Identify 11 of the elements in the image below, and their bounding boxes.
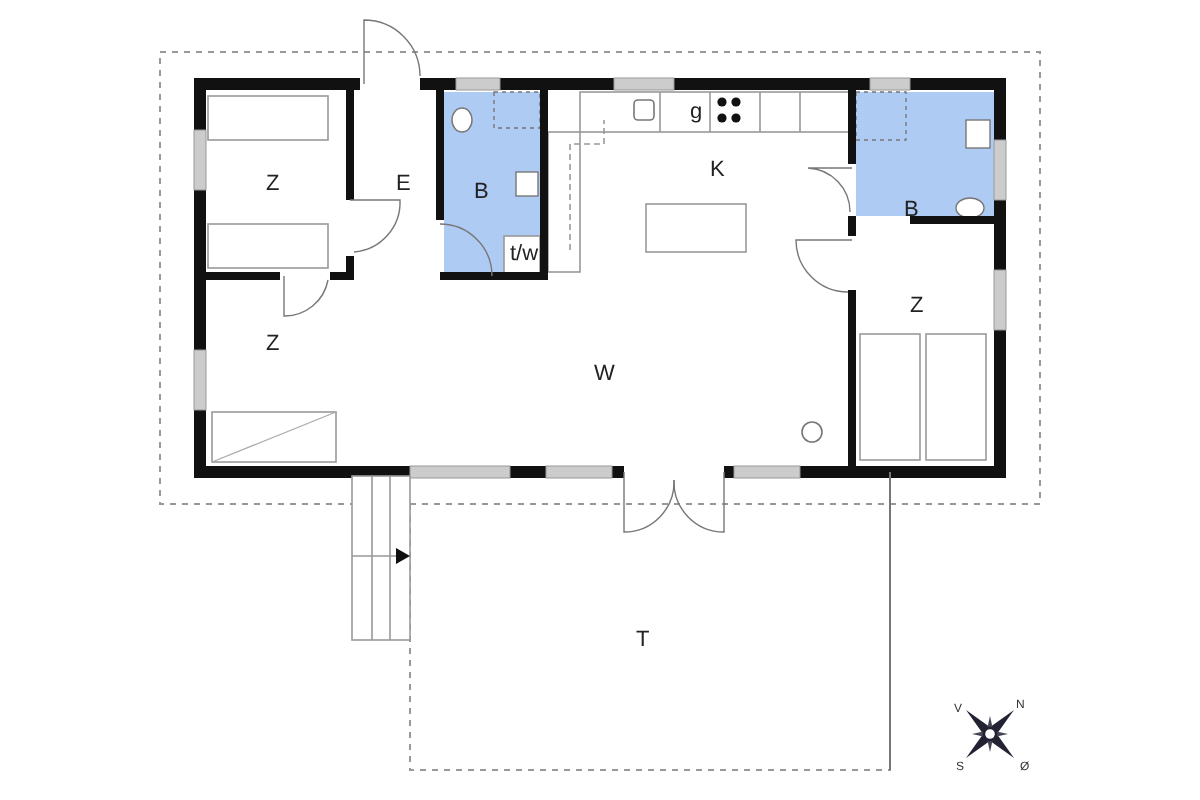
room-label: Z xyxy=(910,294,924,318)
room-label: K xyxy=(710,158,725,182)
room-label: t/w xyxy=(510,242,539,266)
room-label: Z xyxy=(266,332,280,356)
room-label: Z xyxy=(266,172,280,196)
room-label: B xyxy=(474,180,489,204)
room-label: T xyxy=(636,628,650,652)
room-label: E xyxy=(396,172,411,196)
room-label: W xyxy=(594,362,615,386)
room-label: B xyxy=(904,198,919,222)
room-label: g xyxy=(690,100,703,124)
